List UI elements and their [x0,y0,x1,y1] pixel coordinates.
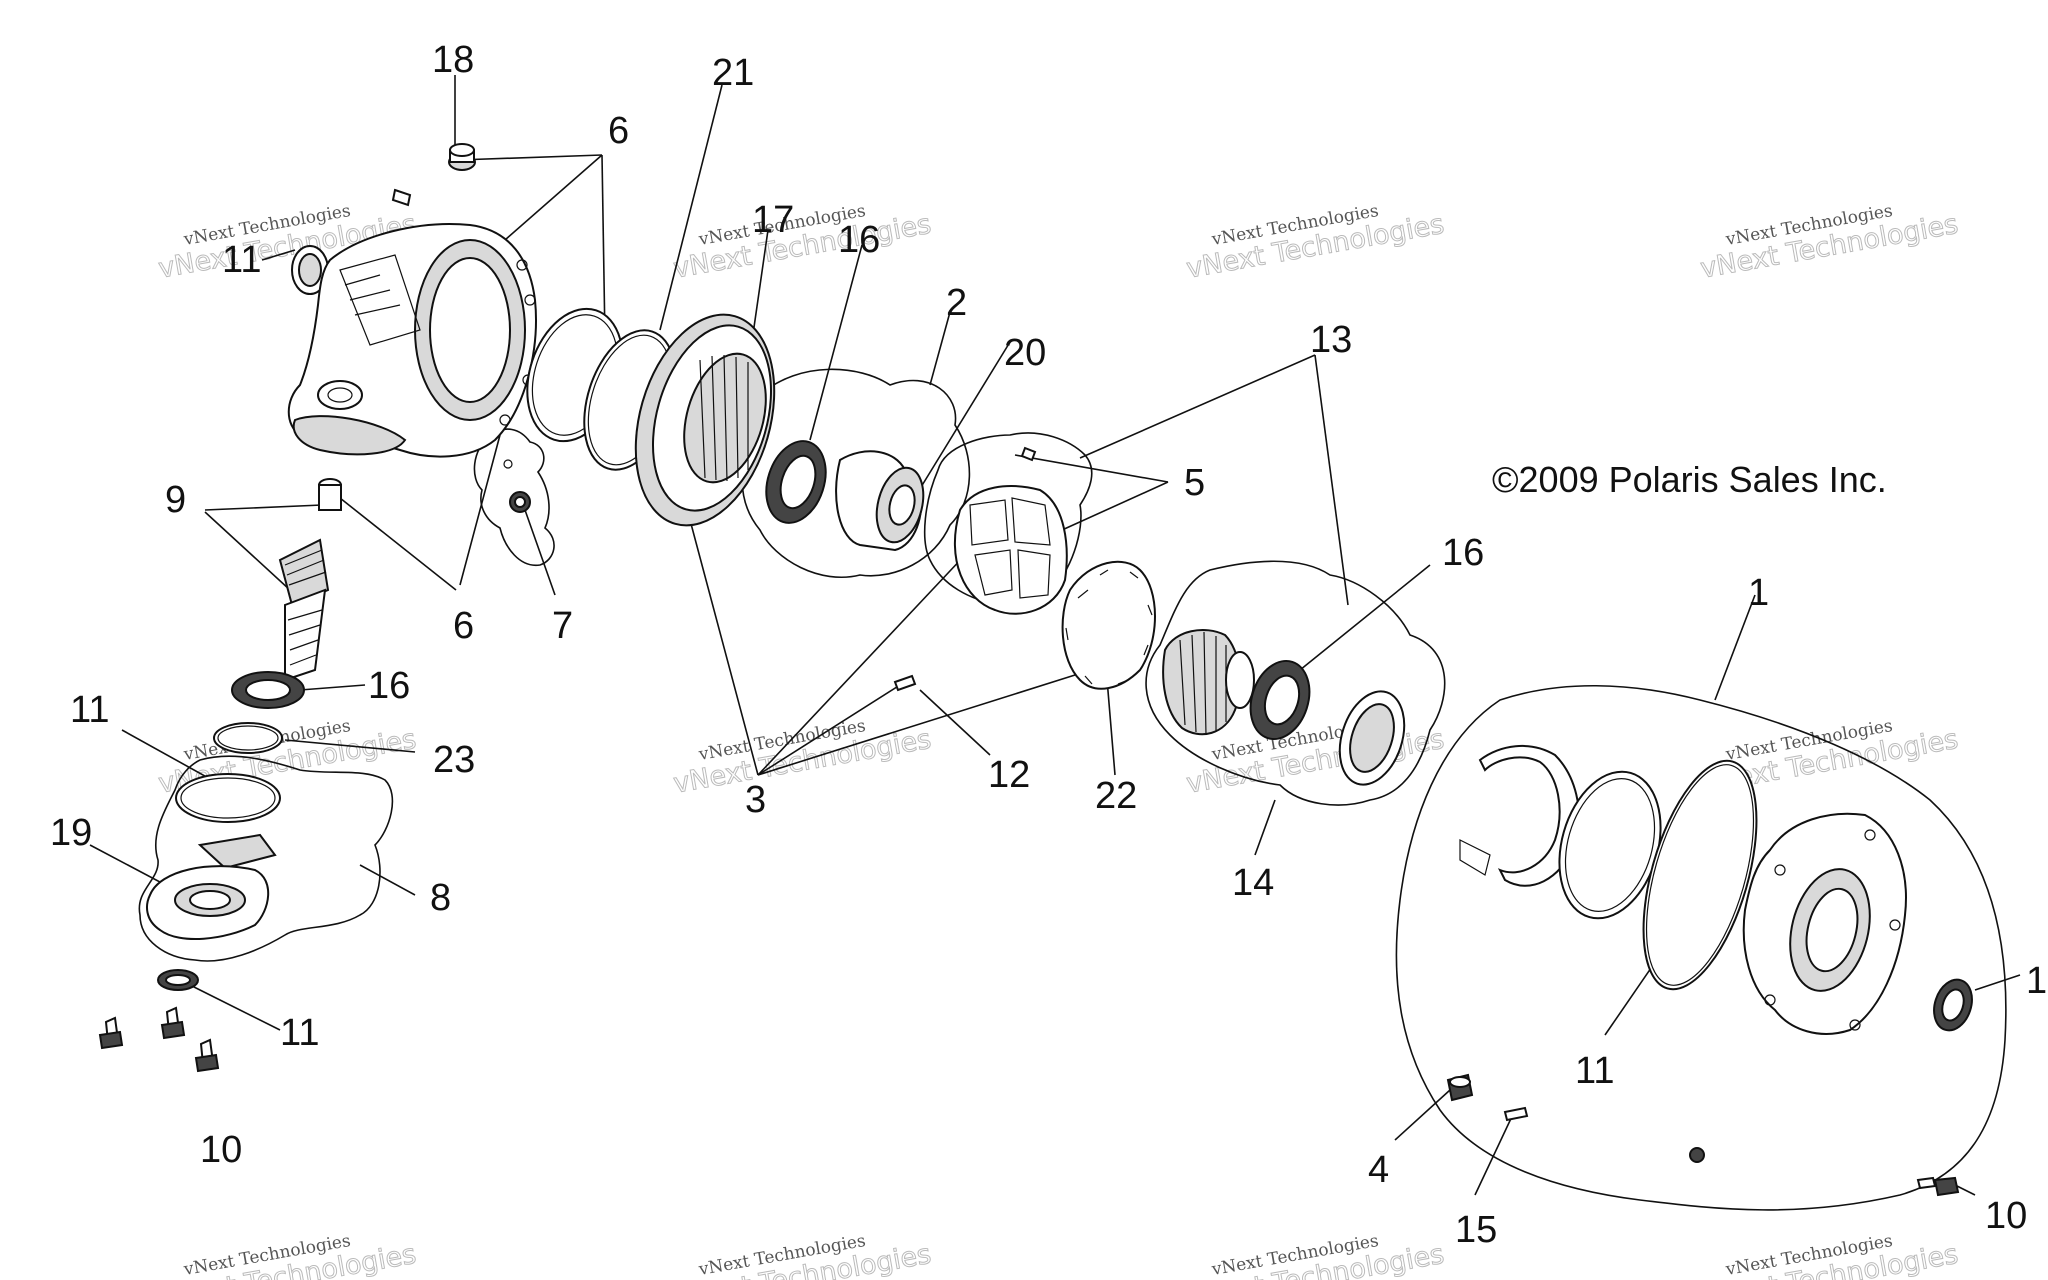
callout-1: 1 [1748,572,1769,614]
callout-3: 3 [745,779,766,821]
callout-10: 10 [1985,1195,2027,1237]
callout-9: 9 [165,479,186,521]
callout-17: 17 [752,199,794,241]
callout-22: 22 [1095,775,1137,817]
callout-12: 12 [988,754,1030,796]
callout-13: 13 [1310,319,1352,361]
callout-15: 15 [1455,1209,1497,1251]
part-18-plug [391,143,476,207]
part-1-seal [1933,978,1973,1032]
part-14-seal [1338,690,1406,786]
watermark: vNext Technologies vNext Technologies [1698,201,1961,285]
callout-20: 20 [1004,332,1046,374]
callout-11: 11 [70,689,109,731]
callout-11: 11 [222,239,261,281]
callout-labels: 18 6 21 17 16 2 20 13 5 16 1 1 11 9 6 7 … [50,39,2047,1251]
part-11-o-ring [1642,759,1758,991]
part-13-clutch-gear [1162,629,1255,736]
part-1-clip-ring [1459,744,1580,887]
callout-2: 2 [946,282,967,324]
parts [98,143,1973,1197]
part-7-fitting [503,459,531,513]
part-1-plug [1689,1147,1705,1163]
callout-19: 19 [50,812,92,854]
callout-18: 18 [432,39,474,81]
callout-6: 6 [453,605,474,647]
part-6-front-housing [287,223,537,458]
part-17-ring-gear [634,313,776,527]
part-16-bearing [1249,659,1311,741]
callout-5: 5 [1184,462,1205,504]
callout-1: 1 [2026,960,2047,1002]
callout-6: 6 [608,110,629,152]
watermark: vNext Technologies vNext Technologies [671,716,934,800]
outline-group-14 [1145,560,1446,806]
outline-group-7 [473,428,555,566]
outline-group-1 [1395,684,2007,1211]
part-10-bolt [1916,1176,1960,1197]
part-11-seal [291,245,329,295]
callout-8: 8 [430,877,451,919]
part-11-seal [157,969,199,991]
part-20-hub [835,450,925,552]
part-1-friction-ring [1558,770,1662,920]
part-22-plate [1061,560,1156,690]
watermark: vNext Technologies vNext Technologies [671,201,934,285]
part-16-bearing [765,440,827,524]
outline-group-8 [138,755,394,962]
part-16-bearing [231,671,305,709]
watermark: vNext Technologies vNext Technologies [1184,201,1447,285]
callout-21: 21 [712,52,754,94]
part-19-cover [146,833,277,940]
callout-4: 4 [1368,1149,1389,1191]
part-4-fitting [1446,1073,1474,1102]
callout-11: 11 [1575,1050,1614,1092]
watermark: vNext Technologies vNext Technologies [1184,1231,1447,1280]
callout-16: 16 [838,219,880,261]
callout-7: 7 [552,605,573,647]
callout-23: 23 [433,739,475,781]
part-5-roller-cage [953,446,1068,615]
leader-lines [89,75,2021,1196]
part-1-rear-cover [1742,812,1907,1035]
copyright-notice: ©2009 Polaris Sales Inc. [1492,459,1887,500]
callout-11: 11 [280,1012,319,1054]
watermark: vNext Technologies vNext Technologies [671,1231,934,1280]
part-12-pin [893,674,917,692]
part-23-o-ring [213,722,283,754]
part-10-bolts [98,1006,220,1073]
watermark: vNext Technologies vNext Technologies [1698,1231,1961,1280]
part-11-o-ring [175,773,281,823]
watermark: vNext Technologies vNext Technologies [156,1231,419,1280]
callout-10: 10 [200,1129,242,1171]
part-9-pinion-shaft [278,478,342,682]
callout-16: 16 [368,665,410,707]
callout-16: 16 [1442,532,1484,574]
callout-14: 14 [1232,862,1274,904]
part-15-pin [1503,1106,1529,1122]
